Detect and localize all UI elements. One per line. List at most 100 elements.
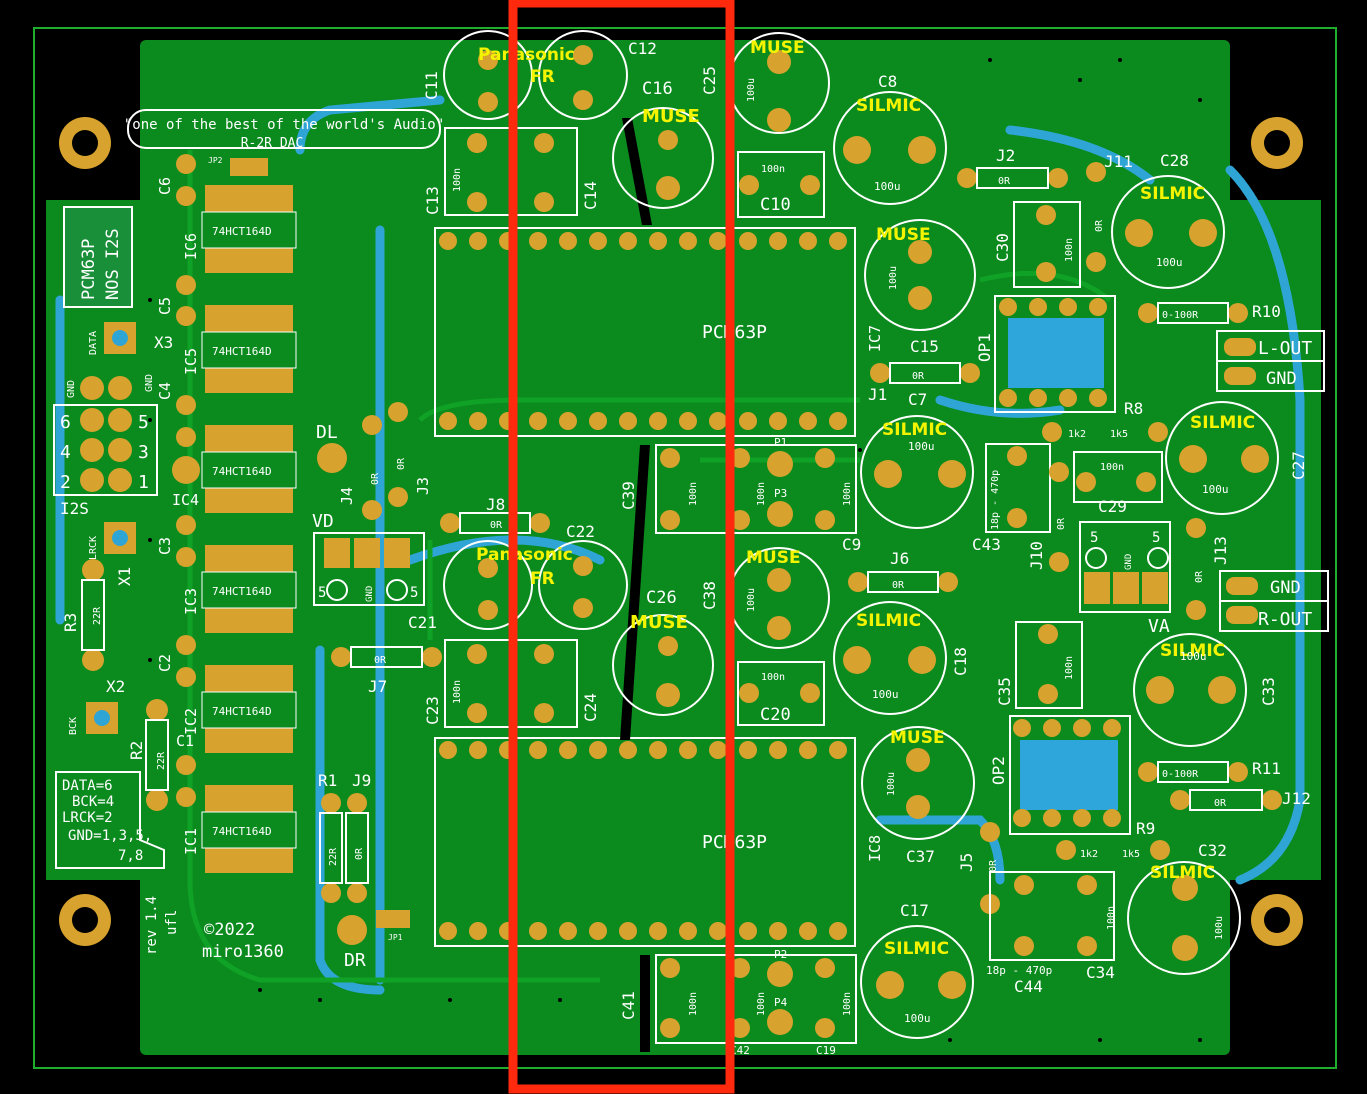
- opamp-op2: [1009, 715, 1131, 835]
- c30-value: 100n: [1064, 238, 1075, 262]
- i2s-pin-3: 3: [138, 442, 149, 463]
- ic2-part: 74HCT164D: [212, 705, 272, 718]
- jp2-pad: [230, 158, 268, 176]
- dac-chip-ic7: [434, 227, 856, 437]
- silmic-c33-brand: SILMIC: [1160, 641, 1225, 661]
- r11-label: R11: [1252, 759, 1281, 778]
- muse-c15-brand: MUSE: [876, 225, 931, 245]
- r-out-label: R-OUT: [1258, 609, 1312, 630]
- ic4-part: 74HCT164D: [212, 465, 272, 478]
- silmic-c27-value: 100u: [1202, 483, 1229, 496]
- j6-resistor: [848, 571, 958, 593]
- r2-value: 22R: [156, 751, 167, 770]
- panasonic-top-fr: FR: [530, 67, 555, 87]
- output-right-connector: [1219, 570, 1329, 632]
- p2-label: P2: [774, 948, 787, 961]
- c22-label: C22: [566, 522, 595, 541]
- panasonic-caps-middle: [443, 540, 628, 630]
- c29-value: 100n: [1100, 462, 1124, 473]
- product-line2: NOS I2S: [103, 228, 123, 300]
- r2-label: R2: [127, 741, 146, 760]
- gnd-bottom-label: GND: [1270, 578, 1301, 598]
- c39-value: 100n: [688, 482, 699, 506]
- c20-label: C20: [760, 705, 791, 725]
- c13-value: 100n: [452, 168, 463, 192]
- coax-lrck-label: LRCK: [88, 536, 99, 560]
- j8-value: 0R: [490, 520, 503, 531]
- panasonic-mid-brand: Panasonic: [476, 545, 573, 565]
- gnd-top-label: GND: [1266, 369, 1297, 389]
- c20-value: 100n: [761, 672, 785, 683]
- r3-label: R3: [61, 613, 80, 632]
- silmic-c18-brand: SILMIC: [856, 611, 921, 631]
- dr-label: DR: [344, 950, 366, 971]
- silmic-c33-value: 100u: [1180, 650, 1207, 663]
- pinout-5: 7,8: [118, 848, 143, 864]
- p3-label: P3: [774, 487, 787, 500]
- c29-label: C29: [1098, 497, 1127, 516]
- vd-pin-1: 5: [318, 585, 326, 601]
- c5-label: C5: [156, 297, 174, 315]
- j5-value: 0R: [988, 859, 999, 872]
- c14-label: C14: [581, 181, 600, 210]
- caps-c44-c34: [989, 871, 1115, 961]
- x3-label: X3: [154, 333, 173, 352]
- c43-value: 18p - 470p: [990, 470, 1001, 530]
- gnd-right-label: GND: [144, 374, 155, 392]
- pinout-4: GND=1,3,5,: [68, 828, 152, 844]
- cap-c29: [1073, 451, 1163, 503]
- i2s-pin-6: 6: [60, 412, 71, 433]
- r9-label: R9: [1136, 819, 1155, 838]
- c44-value: 18p - 470p: [986, 964, 1052, 977]
- c17-label: C17: [900, 901, 929, 920]
- vd-pin-3: 5: [410, 585, 418, 601]
- muse-c15-value: 100u: [888, 266, 899, 290]
- j7-resistor: [331, 646, 442, 668]
- c17-value: 100u: [904, 1012, 931, 1025]
- resistor-r3: [81, 559, 105, 671]
- coax-data-label: DATA: [88, 331, 99, 355]
- c7-label: C7: [908, 390, 927, 409]
- gnd-left-label: GND: [66, 380, 77, 398]
- cap-c43: [985, 443, 1051, 533]
- c19-value: 100n: [842, 992, 853, 1016]
- silmic-c27-brand: SILMIC: [1190, 413, 1255, 433]
- j1-resistor: [870, 362, 980, 384]
- r1-value: 22R: [328, 847, 339, 866]
- muse-cap-c26: [612, 614, 714, 716]
- dac-chip-ic8: [434, 737, 856, 947]
- r10-label: R10: [1252, 302, 1281, 321]
- ic1-label: IC1: [182, 828, 200, 855]
- dr-pad: [337, 915, 367, 945]
- panasonic-mid-fr: FR: [530, 569, 555, 589]
- c2-label: C2: [156, 654, 174, 672]
- c1-label: C1: [176, 732, 194, 750]
- mounting-holes: [59, 117, 1303, 946]
- r8-value-1: 1k2: [1068, 429, 1086, 440]
- c6-label: C6: [156, 177, 174, 195]
- j13-pad-top: [1186, 518, 1206, 538]
- opamp-op1: [994, 295, 1116, 413]
- coax-connectors: [86, 322, 136, 734]
- c30-label: C30: [993, 233, 1012, 262]
- va-pin-1: 5: [1090, 530, 1098, 546]
- muse-mid-value: 100u: [746, 588, 757, 612]
- c4-label: C4: [156, 382, 174, 400]
- ic6-label: IC6: [182, 233, 200, 260]
- r3-value: 22R: [92, 606, 103, 625]
- j9-value: 0R: [354, 847, 365, 860]
- c10-label: C10: [760, 195, 791, 215]
- silmic-c32-brand: SILMIC: [1150, 863, 1215, 883]
- silmic-cap-c8: [833, 91, 947, 205]
- j1-label: J1: [868, 385, 887, 404]
- decoupling-caps-left: [172, 154, 200, 807]
- j10-pad-top: [1049, 462, 1069, 482]
- i2s-label: I2S: [60, 499, 89, 518]
- silmic-c8-brand: SILMIC: [856, 96, 921, 116]
- resistor-r8: [1042, 422, 1168, 442]
- r9-value-2: 1k5: [1122, 849, 1140, 860]
- c26-label: C26: [646, 588, 677, 608]
- c8-value: 100u: [874, 180, 901, 193]
- caps-c41-group: [655, 954, 857, 1044]
